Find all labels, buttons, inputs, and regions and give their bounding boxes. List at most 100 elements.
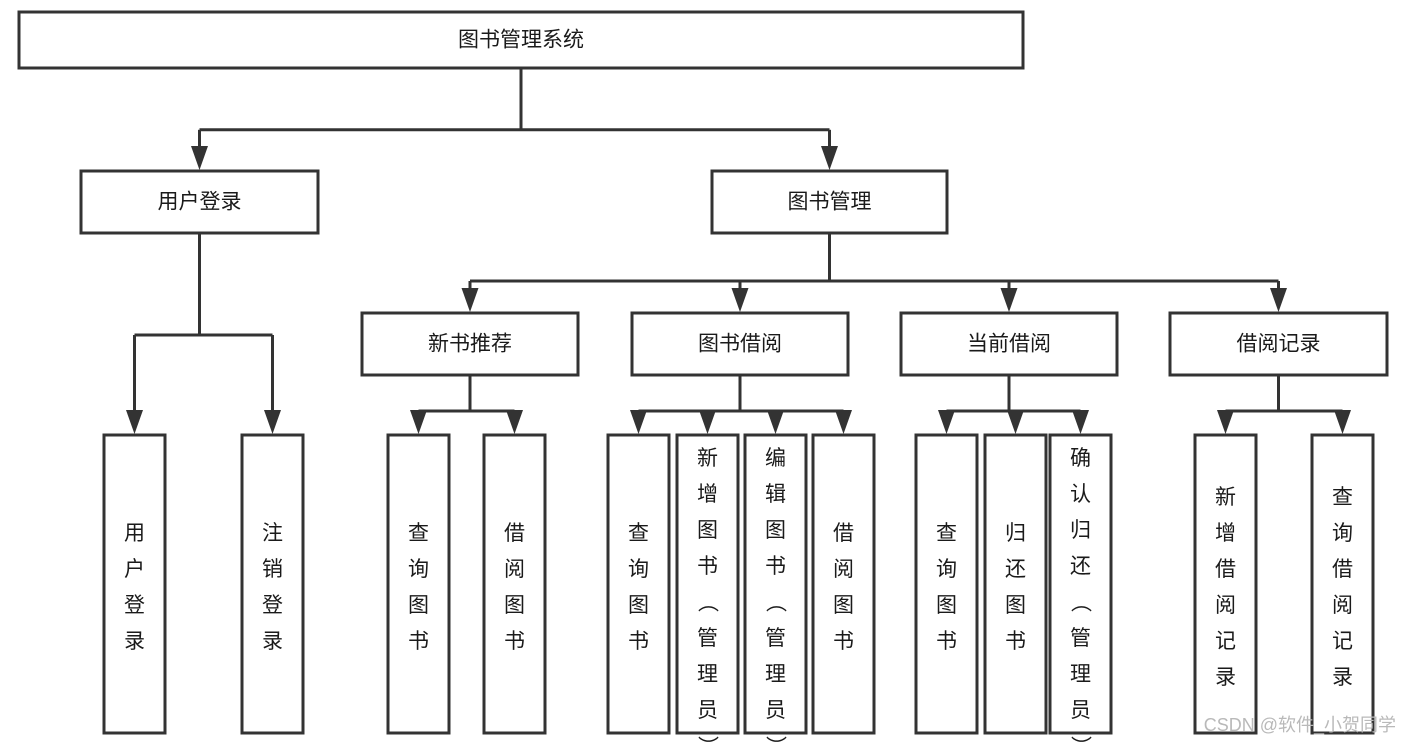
node-label-char: 图 <box>936 594 957 617</box>
node-label: 用户登录 <box>158 191 242 214</box>
node-box <box>606 433 671 735</box>
node-label-char: 图 <box>408 594 429 617</box>
node-label: 当前借阅 <box>967 333 1051 356</box>
node-label-char: 登 <box>262 594 283 617</box>
node-user-login[interactable]: 用户登录 <box>79 169 320 235</box>
node-label: 图书管理 <box>788 191 872 214</box>
node-label-char: 书 <box>504 630 525 653</box>
node-label-char: 查 <box>936 522 957 545</box>
node-label: 图书管理系统 <box>458 29 584 52</box>
node-label-char: 图 <box>504 594 525 617</box>
node-label-char: 借 <box>504 522 525 545</box>
node-box <box>1048 433 1113 735</box>
node-box <box>1310 433 1375 735</box>
edge-arrowhead <box>461 288 479 312</box>
node-label-char: 书 <box>408 630 429 653</box>
node-label: 新书推荐 <box>428 333 512 356</box>
edge-arrowhead <box>506 410 523 434</box>
edge-arrowhead <box>1072 410 1089 434</box>
node-label-char: 阅 <box>504 558 525 581</box>
node-box <box>102 433 167 735</box>
node-label-char: 询 <box>408 558 429 581</box>
node-box <box>17 10 1025 70</box>
node-label-char: 管 <box>1070 627 1091 650</box>
node-label-char: 户 <box>124 558 145 581</box>
node-label-char: 员 <box>765 699 786 722</box>
edge-arrowhead <box>264 410 281 434</box>
node-label-char: 图 <box>1005 594 1026 617</box>
node-box <box>811 433 876 735</box>
node-box <box>675 433 740 735</box>
node-current-borrow[interactable]: 当前借阅 <box>899 311 1119 377</box>
node-label-char: 记 <box>1215 630 1236 653</box>
node-label-char: 记 <box>1332 630 1353 653</box>
node-box <box>79 169 320 235</box>
node-borrow-record[interactable]: 借阅记录 <box>1168 311 1389 377</box>
node-label-char: （ <box>1069 592 1092 613</box>
node-book-borrow[interactable]: 图书借阅 <box>630 311 850 377</box>
node-label-char: 增 <box>1215 522 1236 545</box>
node-root[interactable]: 图书管理系统 <box>17 10 1025 70</box>
node-label-char: 员 <box>1070 699 1091 722</box>
node-label-char: （ <box>764 592 787 613</box>
node-label-char: 图 <box>697 519 718 542</box>
node-label-char: 图 <box>833 594 854 617</box>
node-box <box>914 433 979 735</box>
node-label-char: 确 <box>1070 447 1091 470</box>
node-label-char: 书 <box>833 630 854 653</box>
node-label-char: （ <box>696 592 719 613</box>
edge-arrowhead <box>1000 288 1018 312</box>
node-box <box>710 169 949 235</box>
node-label-char: 新 <box>697 447 718 470</box>
edge-arrowhead <box>1217 410 1234 434</box>
csdn-watermark: CSDN @软件_小贺同学 <box>1204 715 1396 736</box>
node-label-char: ） <box>696 736 719 747</box>
edges-layer <box>126 68 1351 434</box>
edge-arrowhead <box>731 288 749 312</box>
node-box <box>743 433 808 735</box>
node-label: 图书借阅 <box>698 333 782 356</box>
node-label-char: 新 <box>1215 486 1236 509</box>
node-label-char: 录 <box>124 630 145 653</box>
node-label-char: 理 <box>1070 663 1091 686</box>
node-label-char: 员 <box>697 699 718 722</box>
node-book-management[interactable]: 图书管理 <box>710 169 949 235</box>
node-label-char: 询 <box>1332 522 1353 545</box>
node-box <box>1193 433 1258 735</box>
node-label-char: 图 <box>628 594 649 617</box>
edge-arrowhead <box>1334 410 1351 434</box>
node-label-char: ） <box>764 736 787 747</box>
edge-arrowhead <box>821 146 838 170</box>
edge-arrowhead <box>767 410 784 434</box>
edge-arrowhead <box>938 410 955 434</box>
node-label-char: 辑 <box>765 483 786 506</box>
edge-arrowhead <box>699 410 716 434</box>
node-label-char: 还 <box>1070 555 1091 578</box>
node-label-char: 书 <box>765 555 786 578</box>
node-new-book-recommend[interactable]: 新书推荐 <box>360 311 580 377</box>
node-label-char: 查 <box>628 522 649 545</box>
node-label-char: 管 <box>697 627 718 650</box>
node-label-char: 书 <box>936 630 957 653</box>
node-label-char: 录 <box>1332 666 1353 689</box>
node-label-char: 用 <box>124 522 145 545</box>
node-label-char: 查 <box>408 522 429 545</box>
node-label-char: 查 <box>1332 486 1353 509</box>
edge-arrowhead <box>410 410 427 434</box>
node-label-char: 理 <box>765 663 786 686</box>
node-leaf-user-login[interactable]: 用户登录 <box>102 433 167 735</box>
edge-arrowhead <box>630 410 647 434</box>
